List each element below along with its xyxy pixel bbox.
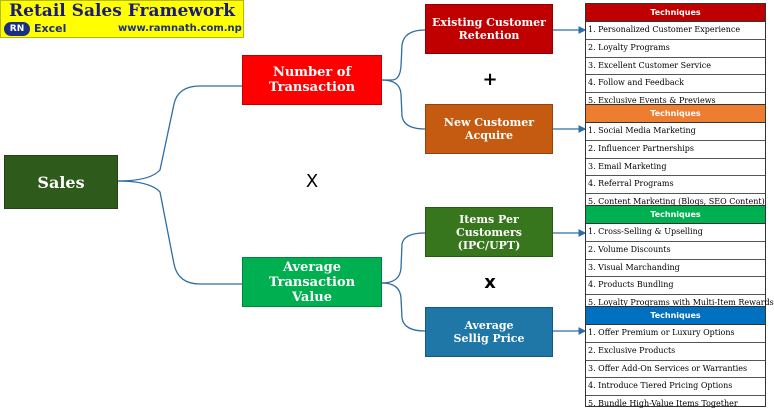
brand-name: Excel: [34, 22, 67, 35]
multiply-operator-small: x: [484, 272, 496, 293]
technique-item: 4. Introduce Tiered Pricing Options: [586, 378, 765, 397]
technique-item: 5. Content Marketing (Blogs, SEO Content…: [588, 197, 765, 207]
techniques-header: Techniques: [586, 206, 765, 224]
technique-item: 4. Follow and Feedback: [586, 75, 765, 94]
transaction-bracket: [382, 29, 426, 81]
technique-item: 2. Exclusive Products: [586, 343, 765, 361]
number-of-transaction-node: Number of Transaction: [242, 55, 382, 105]
technique-item: 5. Loyalty Programs with Multi-Item Rewa…: [588, 298, 774, 308]
technique-item: 3. Email Marketing: [586, 159, 765, 177]
techniques-panel-ipc: Techniques 1. Cross-Selling & Upselling …: [585, 205, 774, 307]
technique-item: 4. Referral Programs: [586, 176, 765, 195]
techniques-header: Techniques: [586, 4, 765, 22]
new-customer-acquire-node: New Customer Acquire: [425, 104, 553, 154]
technique-item: 2. Influencer Partnerships: [586, 141, 765, 159]
technique-item: 3. Offer Add-On Services or Warranties: [586, 361, 765, 379]
techniques-panel-retention: Techniques 1. Personalized Customer Expe…: [585, 3, 766, 105]
technique-item: 2. Loyalty Programs: [586, 40, 765, 58]
website-link[interactable]: www.ramnath.com.np: [118, 23, 242, 34]
techniques-panel-price: Techniques 1. Offer Premium or Luxury Op…: [585, 306, 766, 408]
technique-item: 4. Products Bundling: [586, 277, 765, 296]
technique-item: 1. Personalized Customer Experience: [586, 22, 765, 40]
plus-operator: +: [482, 69, 498, 90]
items-per-customers-node: Items Per Customers (IPC/UPT): [425, 207, 553, 257]
technique-item: 5. Exclusive Events & Previews: [588, 96, 716, 106]
technique-item: 5. Bundle High-Value Items Together: [588, 399, 738, 409]
technique-item: 1. Offer Premium or Luxury Options: [586, 325, 765, 343]
technique-item: 1. Social Media Marketing: [586, 123, 765, 141]
sales-bracket: [117, 85, 242, 182]
technique-item: 3. Excellent Customer Service: [586, 58, 765, 76]
technique-item: 3. Visual Marchanding: [586, 260, 765, 278]
page-title: Retail Sales Framework: [9, 1, 235, 21]
technique-item: 2. Volume Discounts: [586, 242, 765, 260]
techniques-header: Techniques: [586, 105, 765, 123]
average-sellig-price-node: Average Sellig Price: [425, 307, 553, 357]
value-bracket: [381, 232, 426, 284]
title-badge: [0, 0, 244, 38]
techniques-panel-acquire: Techniques 1. Social Media Marketing 2. …: [585, 104, 766, 206]
existing-customer-retention-node: Existing Customer Retention: [425, 4, 553, 54]
rn-logo: RN: [4, 22, 30, 36]
technique-item: 1. Cross-Selling & Upselling: [586, 224, 765, 242]
multiply-operator: X: [305, 171, 319, 192]
average-transaction-value-node: Average Transaction Value: [242, 257, 382, 307]
sales-node: Sales: [4, 155, 118, 209]
techniques-header: Techniques: [586, 307, 765, 325]
